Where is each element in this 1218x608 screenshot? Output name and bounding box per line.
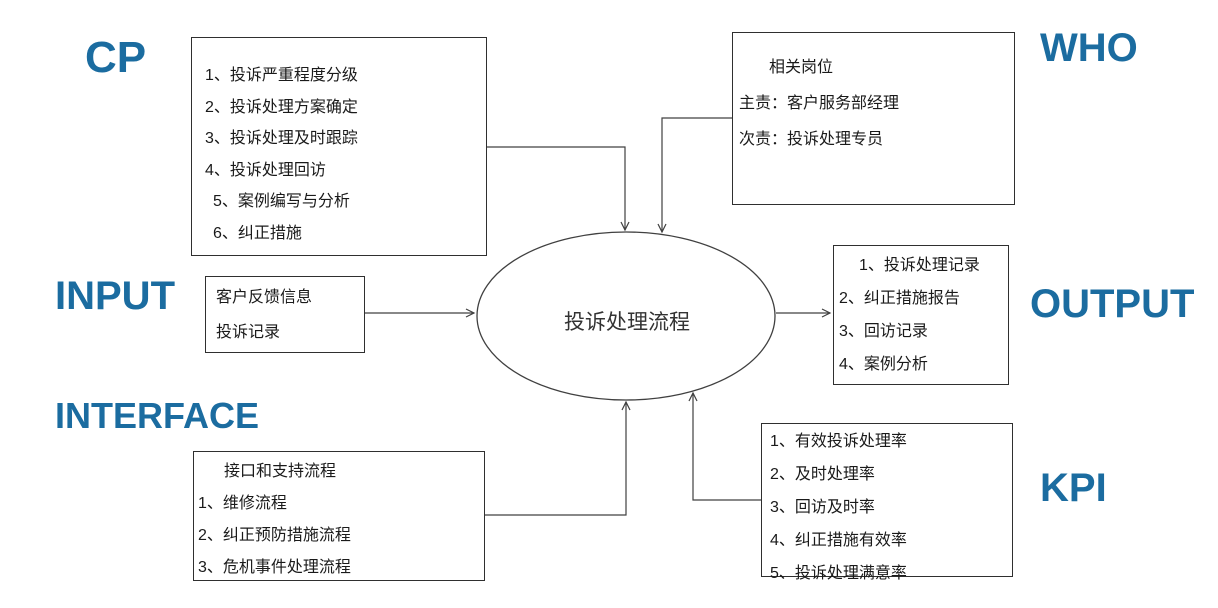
kpi-box: 1、有效投诉处理率 2、及时处理率 3、回访及时率 4、纠正措施有效率 5、投诉… (761, 423, 1013, 582)
interface-connector-arrow (485, 400, 631, 516)
output-label: OUTPUT (1030, 282, 1195, 326)
process-ellipse-title: 投诉处理流程 (564, 311, 690, 334)
interface-label: INTERFACE (55, 395, 260, 436)
interface-item: 1、维修流程 (198, 495, 287, 512)
who-line: 次责：投诉处理专员 (739, 131, 884, 148)
who-box: 相关岗位 主责：客户服务部经理 次责：投诉处理专员 (732, 32, 1015, 205)
input-box: 客户反馈信息 投诉记录 (205, 276, 365, 353)
kpi-item: 1、有效投诉处理率 (770, 433, 907, 450)
kpi-connector-arrow (688, 391, 761, 501)
output-item: 1、投诉处理记录 (859, 257, 980, 274)
cp-item: 3、投诉处理及时跟踪 (205, 130, 358, 147)
kpi-item: 3、回访及时率 (770, 499, 875, 516)
kpi-label: KPI (1040, 466, 1107, 510)
cp-item: 5、案例编写与分析 (213, 193, 350, 210)
cp-item: 1、投诉严重程度分级 (205, 67, 358, 84)
input-label: INPUT (55, 274, 175, 318)
output-box: 1、投诉处理记录 2、纠正措施报告 3、回访记录 4、案例分析 (833, 245, 1009, 385)
cp-box: 1、投诉严重程度分级 2、投诉处理方案确定 3、投诉处理及时跟踪 4、投诉处理回… (191, 37, 487, 256)
interface-box: 接口和支持流程 1、维修流程 2、纠正预防措施流程 3、危机事件处理流程 (193, 451, 485, 581)
cp-item: 2、投诉处理方案确定 (205, 98, 358, 116)
who-box-title: 相关岗位 (769, 59, 834, 76)
output-item: 4、案例分析 (839, 356, 928, 373)
cp-item: 4、投诉处理回访 (205, 161, 326, 179)
kpi-item: 4、纠正措施有效率 (770, 532, 907, 549)
output-item: 3、回访记录 (839, 323, 928, 340)
who-connector-arrow (657, 117, 732, 234)
kpi-item: 2、及时处理率 (770, 466, 875, 483)
cp-connector-arrow (487, 146, 630, 232)
who-label: WHO (1040, 26, 1138, 70)
interface-box-title: 接口和支持流程 (224, 463, 337, 480)
input-line: 客户反馈信息 (216, 289, 313, 306)
output-item: 2、纠正措施报告 (839, 290, 960, 307)
who-line: 主责：客户服务部经理 (739, 95, 900, 112)
cp-item: 6、纠正措施 (213, 224, 302, 242)
interface-item: 3、危机事件处理流程 (198, 559, 351, 576)
input-line: 投诉记录 (216, 324, 281, 341)
interface-item: 2、纠正预防措施流程 (198, 527, 351, 544)
kpi-item: 5、投诉处理满意率 (770, 565, 907, 582)
cp-label: CP (85, 33, 147, 82)
